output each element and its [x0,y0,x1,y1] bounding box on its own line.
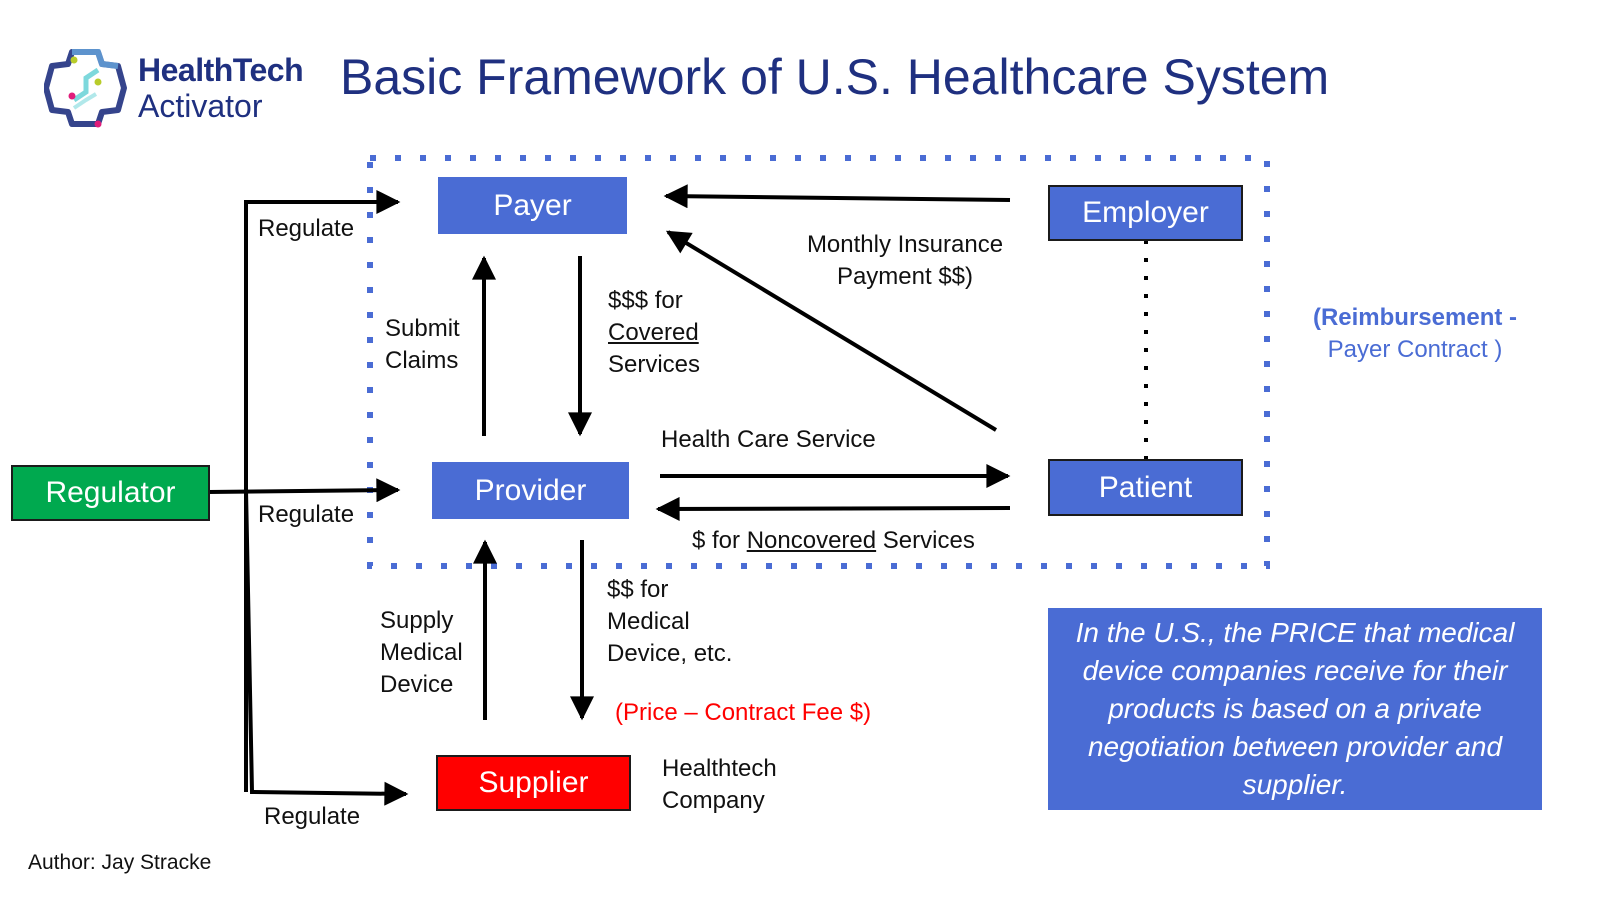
label-reimbursement-line2: Payer Contract ) [1327,336,1503,363]
label-regulate-mid: Regulate [258,501,355,528]
node-provider-label: Provider [474,473,587,507]
healthtech-activator-logo-icon [44,49,127,128]
label-regulate-top: Regulate [258,215,355,242]
label-submit-claims-line2: Claims [385,347,459,374]
label-submit-claims: Submit Claims [385,313,460,377]
node-supplier: Supplier [436,755,631,811]
logo-text-activator: Activator [138,88,263,124]
label-supply-line2: Medical [380,639,463,666]
label-reimbursement: (Reimbursement - Payer Contract ) [1290,302,1540,366]
label-medical-line3: Device, etc. [607,640,733,667]
regulate-payer-arrow [244,190,401,792]
label-noncovered-post: Services [876,527,975,554]
node-regulator: Regulator [11,465,210,521]
node-payer: Payer [438,177,627,234]
label-healthtech-company: Healthtech Company [662,753,777,817]
node-employer: Employer [1048,185,1243,241]
regulate-provider-arrow [207,478,401,503]
label-monthly-insurance: Monthly Insurance Payment $$) [794,229,1016,293]
node-provider: Provider [432,462,629,519]
label-covered-services: $$$ for Covered Services [608,285,700,381]
node-patient: Patient [1048,459,1243,516]
label-submit-claims-line1: Submit [385,315,460,342]
page-title: Basic Framework of U.S. Healthcare Syste… [340,49,1330,105]
label-device-payment: $$ for Medical Device, etc. [607,574,732,670]
employer-premium-arrow [663,184,1011,209]
label-noncovered-services: $ for Noncovered Services [692,525,975,557]
label-price-contract-fee: (Price – Contract Fee $) [615,699,872,726]
label-medical-line2: Medical [607,608,690,635]
label-healthtech-line2: Company [662,787,765,814]
label-supply-line3: Device [380,671,454,698]
label-regulate-bottom: Regulate [264,803,361,830]
node-employer-label: Employer [1082,196,1209,229]
label-supply-line1: Supply [380,607,454,634]
label-supply-device: Supply Medical Device [380,605,463,701]
regulate-supplier-arrow [244,489,409,806]
price-note-text: In the U.S., the PRICE that medical devi… [1075,617,1515,800]
node-regulator-label: Regulator [45,476,176,509]
label-monthly-line2: Payment $$) [836,263,974,290]
label-covered-line3: Services [608,351,701,378]
label-medical-line1: $$ for [607,576,669,603]
label-health-care-service: Health Care Service [661,426,876,453]
label-healthtech-line1: Healthtech [662,755,777,782]
node-supplier-label: Supplier [478,766,589,799]
label-noncovered-pre: $ for [692,527,747,554]
noncovered-payment-arrow [655,496,1011,521]
node-patient-label: Patient [1098,470,1193,504]
logo-text-healthtech: HealthTech [138,52,304,88]
node-payer-label: Payer [493,188,572,222]
label-monthly-line1: Monthly Insurance [806,231,1004,258]
author-credit: Author: Jay Stracke [28,851,212,874]
patient-premium-arrow [665,230,998,432]
system-boundary [367,155,1270,569]
label-reimbursement-line1: (Reimbursement - [1312,304,1518,331]
label-noncovered-underlined: Noncovered [746,527,877,554]
price-note-callout: In the U.S., the PRICE that medical devi… [1048,608,1542,810]
label-covered-line2: Covered [608,319,699,346]
label-covered-line1: $$$ for [608,287,683,314]
